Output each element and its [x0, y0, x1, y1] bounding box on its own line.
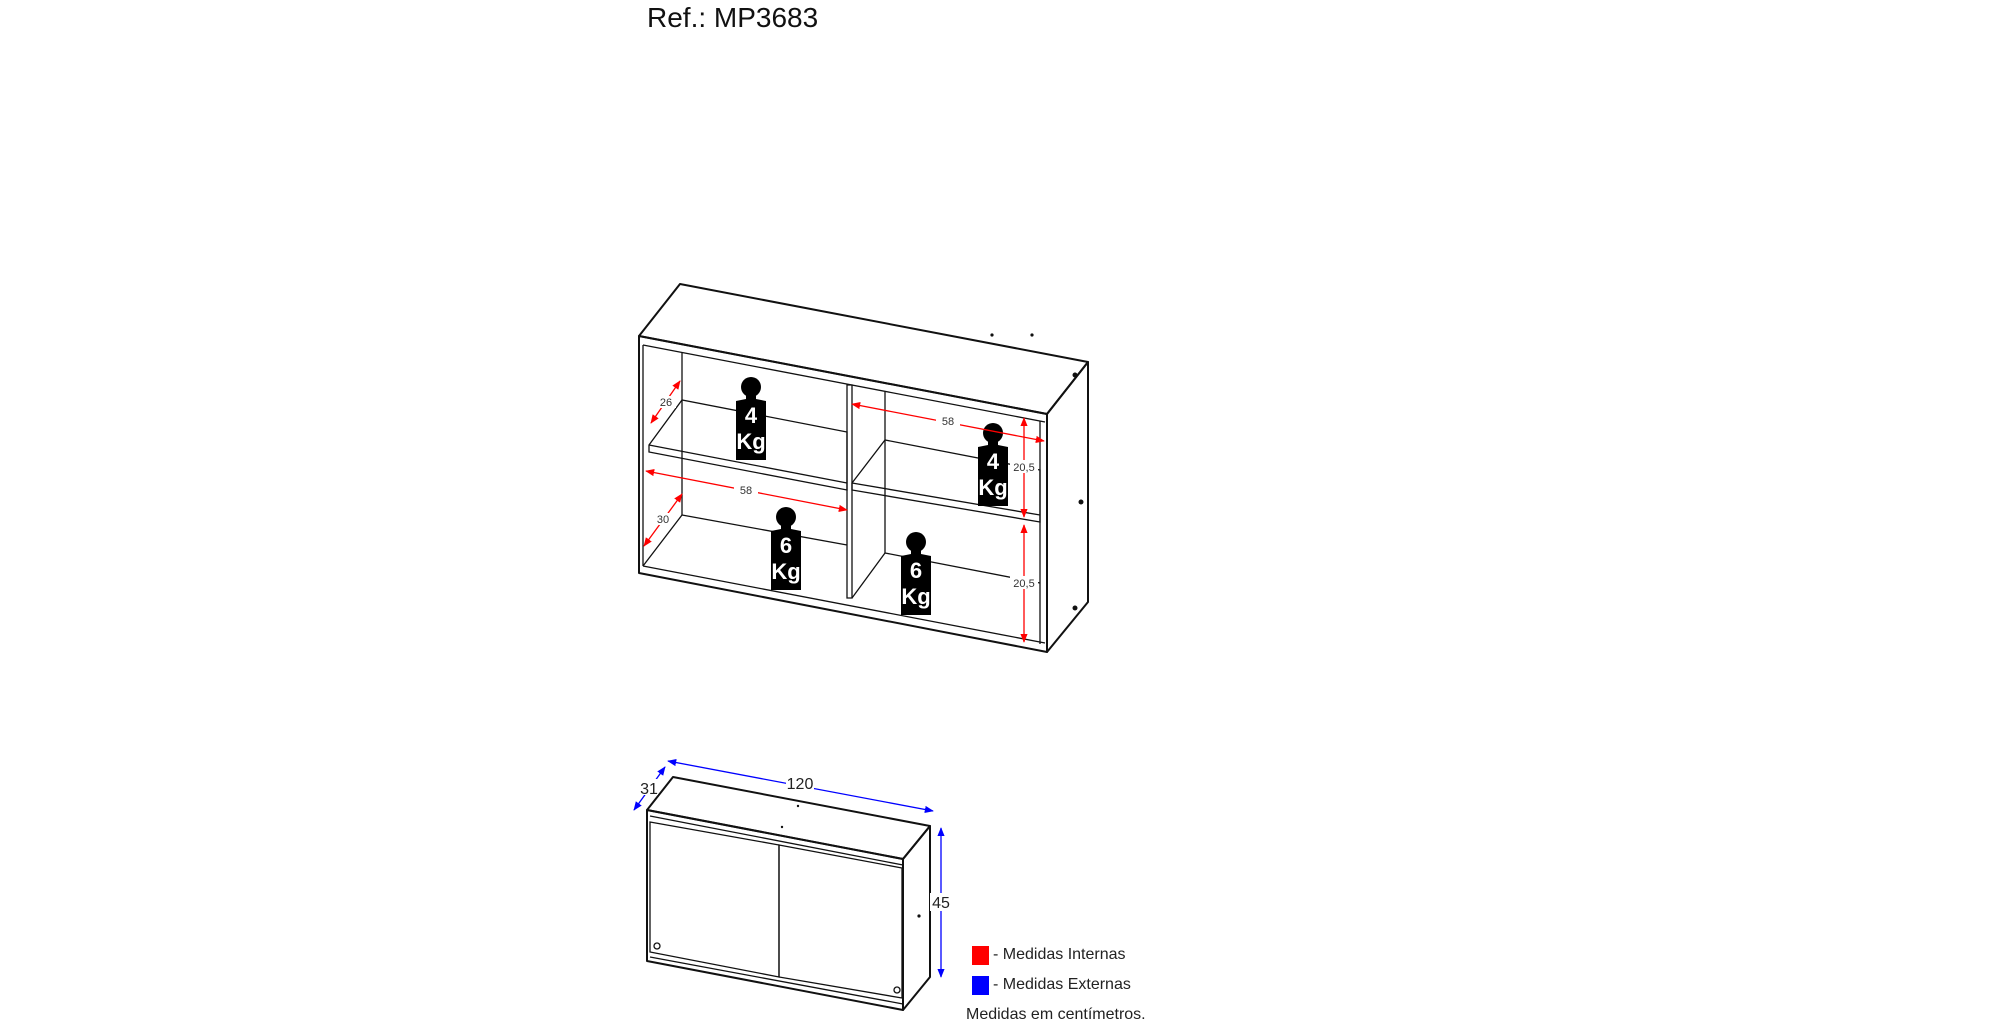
svg-text:6: 6 [910, 558, 922, 583]
svg-text:Kg: Kg [901, 584, 930, 609]
weight-icon-lower-right: 6 Kg [901, 532, 931, 615]
internal-dimensions: 26 30 58 58 20,5 20,5 [643, 380, 1045, 643]
dim-depth-upper: 26 [660, 397, 672, 409]
dim-height-lower: 20,5 [1013, 578, 1034, 590]
svg-text:4: 4 [987, 449, 1000, 474]
right-door [778, 844, 903, 999]
svg-text:Kg: Kg [978, 475, 1007, 500]
dim-height-external: 45 [932, 895, 950, 912]
dim-width-external: 120 [787, 776, 814, 793]
legend-external-label: - Medidas Externas [993, 976, 1131, 993]
dim-height-upper: 20,5 [1013, 462, 1034, 474]
legend-internal-label: - Medidas Internas [993, 946, 1126, 963]
reference-title: Ref.: MP3683 [647, 2, 819, 33]
open-cabinet-drawing [638, 283, 1089, 653]
left-door [649, 821, 780, 978]
dim-width-left: 58 [740, 485, 752, 497]
dim-depth-lower: 30 [657, 514, 669, 526]
dim-depth-external: 31 [640, 781, 658, 798]
svg-text:6: 6 [780, 533, 792, 558]
closed-cabinet-drawing [646, 776, 931, 1011]
dim-width-right: 58 [942, 416, 954, 428]
weight-icon-lower-left: 6 Kg [771, 507, 801, 590]
svg-text:4: 4 [745, 403, 758, 428]
weight-icon-upper-right: 4 Kg [978, 423, 1008, 506]
svg-text:Kg: Kg [736, 429, 765, 454]
svg-text:Kg: Kg [771, 559, 800, 584]
legend-external-swatch [972, 976, 989, 995]
legend-internal-swatch [972, 946, 989, 965]
weight-icon-upper-left: 4 Kg [736, 377, 766, 460]
external-dimensions: 120 31 45 [633, 758, 952, 978]
units-note: Medidas em centímetros. [966, 1006, 1146, 1023]
